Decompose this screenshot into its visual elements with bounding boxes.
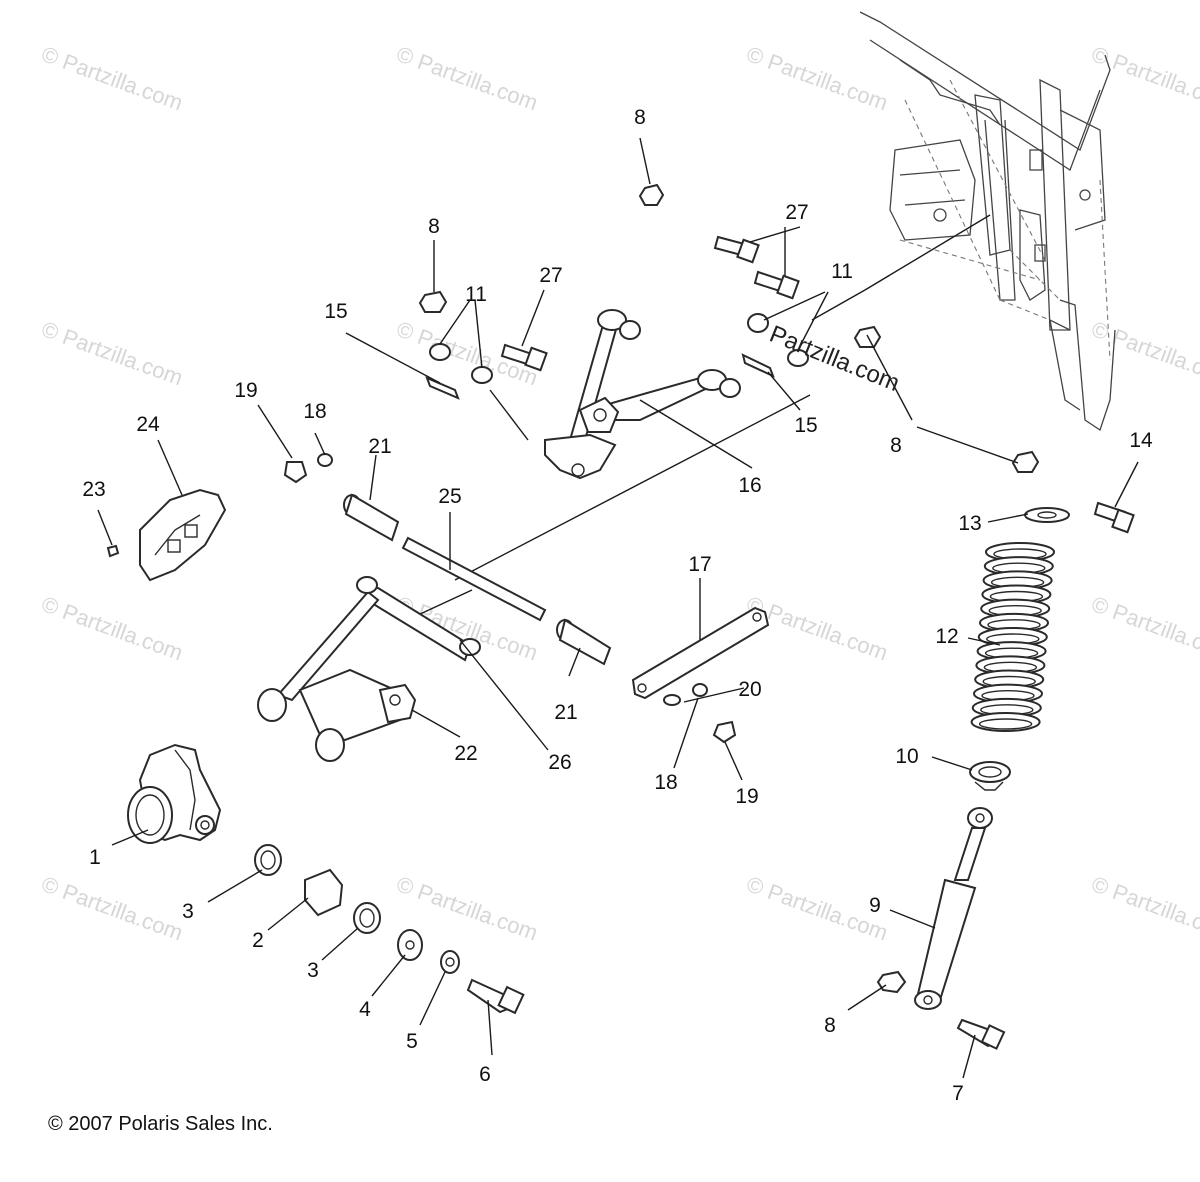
watermark: © Partzilla.com [38, 316, 186, 390]
callout-8: 8 [824, 1014, 836, 1037]
shock-absorber-part [914, 807, 993, 1010]
watermark: © Partzilla.com [393, 41, 541, 115]
callout-1: 1 [89, 846, 101, 869]
callout-13: 13 [958, 512, 981, 535]
chassis-frame [859, 11, 1116, 432]
upper-a-arm-part [544, 309, 741, 480]
callout-24: 24 [136, 413, 160, 436]
callout-23: 23 [82, 478, 105, 501]
watermark: © Partzilla.com [743, 41, 891, 115]
bearing-carrier-part [127, 743, 222, 844]
watermark: © Partzilla.com [38, 871, 186, 945]
callout-11: 11 [465, 283, 487, 306]
callout-25: 25 [438, 485, 461, 508]
spring-cap-part [1024, 501, 1135, 534]
callout-8: 8 [890, 434, 902, 457]
callout-12: 12 [935, 625, 958, 648]
watermark: © Partzilla.com [38, 591, 186, 665]
spring-coil [970, 712, 1041, 732]
watermark: © Partzilla.com [1088, 41, 1200, 115]
callout-5: 5 [406, 1030, 418, 1053]
callout-19: 19 [234, 379, 257, 402]
watermark: © Partzilla.com [1088, 316, 1200, 390]
overlay-watermark: Partzilla.com [766, 321, 903, 397]
watermark: © Partzilla.com [1088, 591, 1200, 665]
callout-8: 8 [634, 106, 646, 129]
callout-9: 9 [869, 894, 881, 917]
callout-8: 8 [428, 215, 440, 238]
pivot-hardware [283, 453, 737, 744]
shock-lower-hardware [876, 970, 1006, 1050]
callout-18: 18 [303, 400, 326, 423]
hub-hardware [254, 844, 525, 1015]
copyright-notice: © 2007 Polaris Sales Inc. [48, 1113, 273, 1135]
callout-4: 4 [359, 998, 371, 1021]
callout-27: 27 [785, 201, 808, 224]
callout-22: 22 [454, 742, 477, 765]
callout-14: 14 [1129, 429, 1153, 452]
callout-10: 10 [895, 745, 918, 768]
leader-lines [97, 137, 1139, 1079]
callout-27: 27 [539, 264, 562, 287]
callout-15: 15 [324, 300, 347, 323]
callout-labels: 1 3 2 3 4 5 6 7 8 9 10 12 13 14 8 15 16 … [82, 106, 1153, 1105]
callout-3: 3 [182, 900, 194, 923]
callout-26: 26 [548, 751, 571, 774]
spring-retainer-part [969, 761, 1011, 791]
callout-17: 17 [688, 553, 711, 576]
callout-18: 18 [654, 771, 677, 794]
watermark: © Partzilla.com [1088, 871, 1200, 945]
coil-spring-part [970, 542, 1055, 732]
assembly-lines [417, 214, 991, 616]
callout-21: 21 [368, 435, 391, 458]
callout-16: 16 [738, 474, 761, 497]
upper-arm-hardware [418, 183, 1040, 473]
callout-2: 2 [252, 929, 264, 952]
callout-6: 6 [479, 1063, 491, 1086]
callout-11: 11 [831, 260, 853, 283]
guard-part [106, 488, 227, 582]
watermark: © Partzilla.com [743, 591, 891, 665]
callout-20: 20 [738, 678, 761, 701]
callout-15: 15 [794, 414, 817, 437]
lower-a-arm-part [257, 576, 481, 762]
callout-21: 21 [554, 701, 577, 724]
callout-19: 19 [735, 785, 758, 808]
callout-7: 7 [952, 1082, 964, 1105]
watermark: © Partzilla.com [38, 41, 186, 115]
callout-3: 3 [307, 959, 319, 982]
spring-coil-inner [978, 718, 1033, 730]
strap-part [631, 606, 770, 700]
